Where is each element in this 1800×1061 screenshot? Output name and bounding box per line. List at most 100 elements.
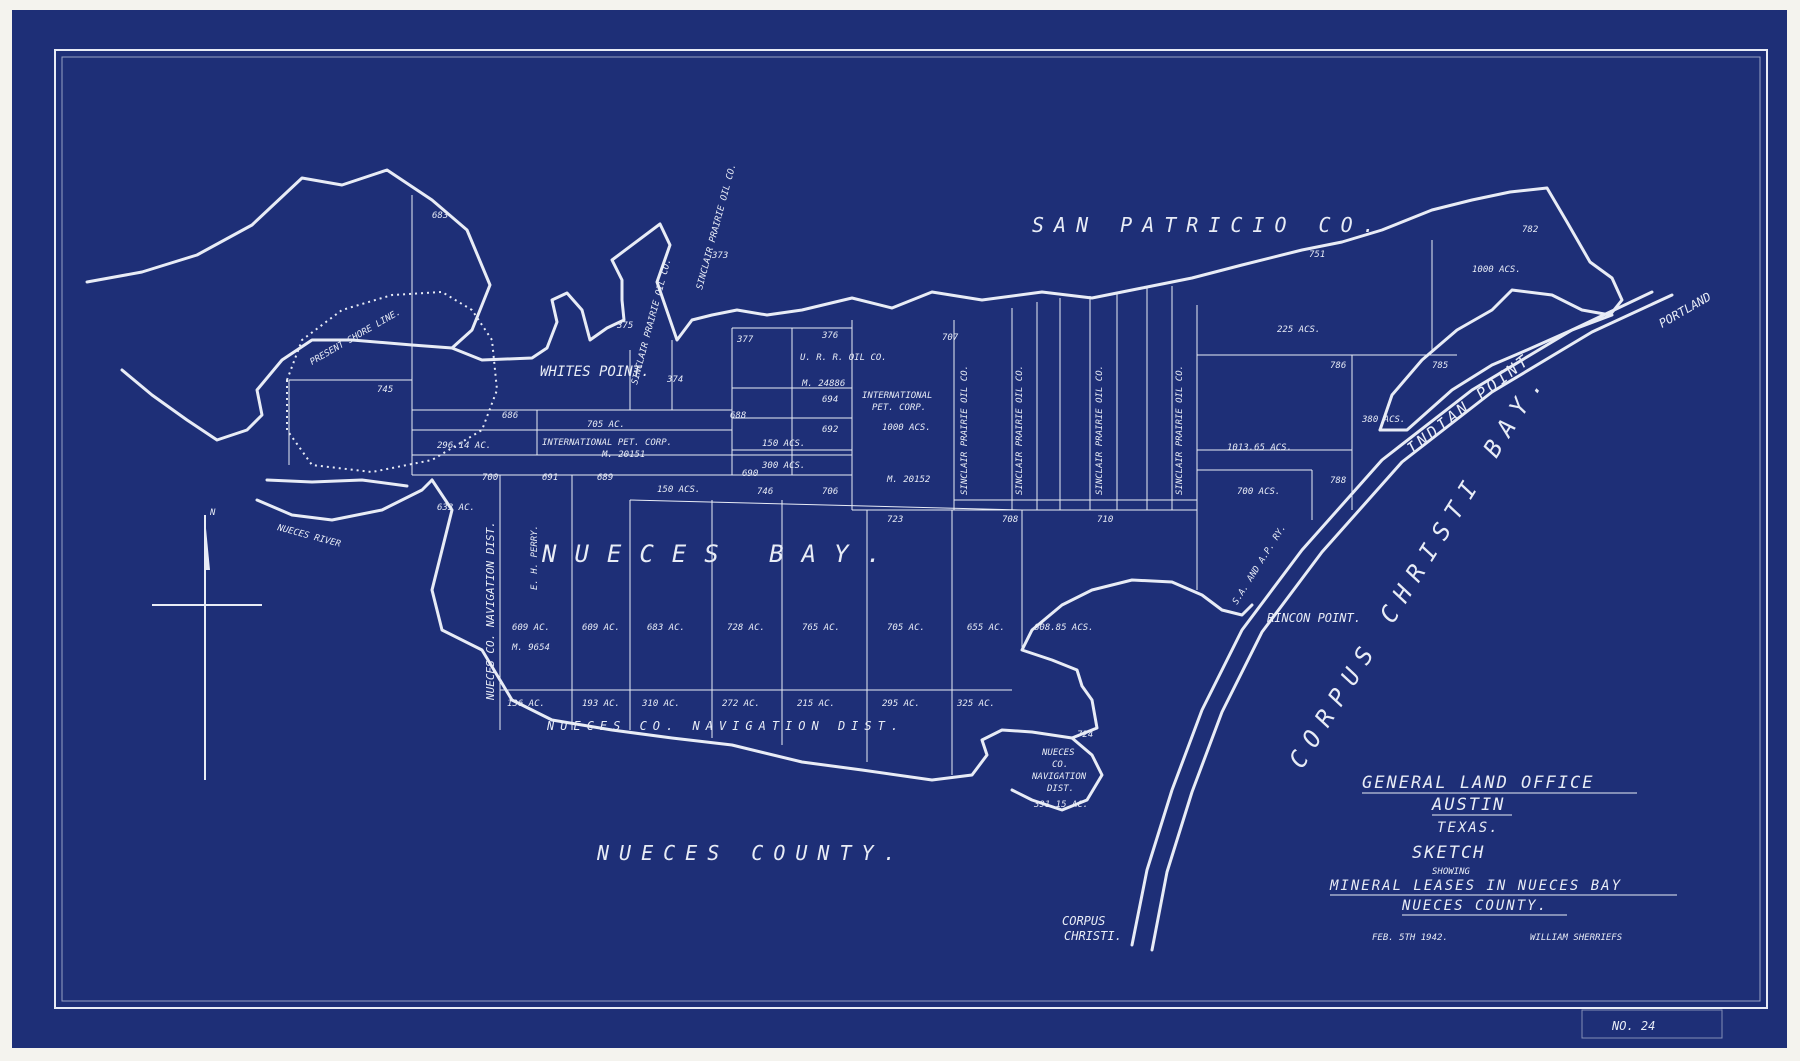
- label-nav-small-1: NUECES: [1041, 748, 1075, 758]
- title-line-2: AUSTIN: [1431, 795, 1505, 815]
- title-line-4: SKETCH: [1412, 843, 1485, 863]
- tract-786: 786: [1330, 361, 1346, 371]
- stamp-text: NO. 24: [1611, 1019, 1655, 1033]
- label-nav-small-acres: 391.15 AC.: [1033, 800, 1088, 810]
- label-urr-lease: M. 24886: [801, 379, 845, 389]
- south-shoreline: [430, 478, 1254, 782]
- title-line-7: NUECES COUNTY.: [1401, 898, 1548, 914]
- acre-295: 295 AC.: [882, 699, 920, 709]
- acre-1000a: 1000 ACS.: [882, 423, 931, 433]
- label-nueces-bay: NUECES BAY.: [541, 540, 899, 568]
- title-line-1: GENERAL LAND OFFICE: [1362, 773, 1594, 793]
- label-san-patricio: SAN PATRICIO CO.: [1032, 213, 1385, 237]
- title-line-3: TEXAS.: [1437, 820, 1500, 836]
- acre-150b: 150 ACS.: [657, 485, 700, 495]
- label-nueces-river: NUECES RIVER: [275, 523, 342, 550]
- acre-193: 193 AC.: [582, 699, 620, 709]
- nueces-river-south-bank: [255, 478, 434, 522]
- acre-683: 683 AC.: [647, 623, 685, 633]
- acre-225: 225 ACS.: [1277, 325, 1320, 335]
- archive-stamp: NO. 24: [1581, 1009, 1723, 1039]
- label-perry-lease: M. 9654: [511, 643, 550, 653]
- nueces-river-north-bank: [120, 338, 454, 442]
- label-intl-pet-1: INTERNATIONAL PET. CORP.: [542, 438, 672, 448]
- tract-788: 788: [1330, 476, 1346, 486]
- tract-373: 373: [711, 251, 728, 261]
- acre-300: 300 ACS.: [761, 461, 805, 471]
- blueprint-sheet: N SAN PATRICIO CO. NUECES BAY. NUECES CO…: [12, 10, 1787, 1048]
- acre-608: 608.85 ACS.: [1034, 623, 1094, 633]
- title-line-6: MINERAL LEASES IN NUECES BAY: [1329, 878, 1622, 894]
- label-present-shore: PRESENT SHORE LINE.: [309, 307, 403, 367]
- label-sinclair-2: SINCLAIR PRAIRIE OIL CO.: [695, 163, 738, 291]
- outer-border: [54, 49, 1768, 1009]
- acre-705-86: 705 AC.: [587, 420, 625, 430]
- grid-line: [629, 499, 1023, 511]
- label-intl-pet-1-lease: M. 20151: [601, 450, 645, 460]
- acre-310: 310 AC.: [641, 699, 680, 709]
- acre-728: 728 AC.: [727, 623, 765, 633]
- acre-296: 296.14 AC.: [437, 441, 491, 451]
- acre-380: 380 ACS.: [1361, 415, 1405, 425]
- label-rincon-point: RINCON POINT.: [1267, 611, 1361, 625]
- label-corpus-christi-bay: CORPUS CHRISTI BAY.: [1283, 364, 1553, 773]
- acre-1000b: 1000 ACS.: [1472, 265, 1521, 275]
- acre-655: 655 AC.: [967, 623, 1005, 633]
- tract-686: 686: [502, 411, 518, 421]
- railway-line-2: [1150, 293, 1674, 952]
- tract-746: 746: [757, 487, 773, 497]
- tract-707: 707: [942, 333, 959, 343]
- label-portland: PORTLAND: [1657, 290, 1714, 331]
- acre-609a: 609 AC.: [512, 623, 550, 633]
- label-nav-district-lower: NUECES CO. NAVIGATION DIST.: [546, 719, 904, 733]
- tract-376: 376: [821, 331, 838, 341]
- title-line-5: SHOWING: [1432, 867, 1471, 877]
- label-whites-point: WHITES POINT.: [540, 364, 650, 380]
- tract-683: 683: [432, 211, 448, 221]
- label-urr: U. R. R. OIL CO.: [800, 353, 887, 363]
- title-block: GENERAL LAND OFFICE AUSTIN TEXAS. SKETCH…: [1329, 773, 1677, 943]
- tract-375: 375: [616, 321, 633, 331]
- acre-633: 633 AC.: [437, 503, 475, 513]
- railway-line: [1130, 290, 1654, 947]
- acre-705: 705 AC.: [887, 623, 925, 633]
- label-nav-small-2: CO.: [1052, 760, 1068, 770]
- north-label: N: [209, 508, 216, 518]
- acre-609b: 609 AC.: [582, 623, 620, 633]
- tract-710: 710: [1097, 515, 1113, 525]
- lease-map: N SAN PATRICIO CO. NUECES BAY. NUECES CO…: [54, 49, 1768, 1039]
- acre-150a: 150 ACS.: [762, 439, 805, 449]
- acre-215: 215 AC.: [797, 699, 835, 709]
- label-corpus: CORPUS: [1062, 914, 1105, 928]
- tract-706: 706: [822, 487, 838, 497]
- title-date: FEB. 5TH 1942.: [1372, 933, 1448, 943]
- nav-district-peninsula: [1010, 736, 1104, 812]
- river-channel: [265, 478, 409, 488]
- tract-691: 691: [542, 473, 558, 483]
- north-arrow-head: [205, 518, 210, 570]
- label-christi: CHRISTI.: [1064, 929, 1122, 943]
- title-signed: WILLIAM SHERRIEFS: [1530, 933, 1623, 943]
- label-intl-pet-2a: INTERNATIONAL: [862, 391, 932, 401]
- tract-785: 785: [1432, 361, 1448, 371]
- label-sinclair-1: SINCLAIR PRAIRIE OIL CO.: [630, 258, 673, 386]
- label-sinclair-3: SINCLAIR PRAIRIE OIL CO.: [960, 365, 970, 495]
- acre-700: 700 ACS.: [1237, 487, 1280, 497]
- north-shoreline: [85, 168, 1624, 432]
- tract-724: 724: [1077, 730, 1093, 740]
- acre-765: 765 AC.: [802, 623, 840, 633]
- label-sinclair-4: SINCLAIR PRAIRIE OIL CO.: [1015, 365, 1025, 495]
- inner-border: [61, 56, 1761, 1002]
- acre-1013: 1013.65 ACS.: [1227, 443, 1292, 453]
- tract-700: 700: [482, 473, 498, 483]
- label-nav-small-4: DIST.: [1046, 784, 1074, 794]
- label-sinclair-6: SINCLAIR PRAIRIE OIL CO.: [1175, 365, 1185, 495]
- acre-325: 325 AC.: [956, 699, 995, 709]
- label-perry: E. H. PERRY.: [530, 525, 540, 590]
- tract-745: 745: [377, 385, 393, 395]
- tract-723: 723: [887, 515, 903, 525]
- tract-751: 751: [1309, 250, 1325, 260]
- tract-692: 692: [822, 425, 838, 435]
- present-shore-line: [286, 290, 499, 474]
- tract-690: 690: [742, 469, 758, 479]
